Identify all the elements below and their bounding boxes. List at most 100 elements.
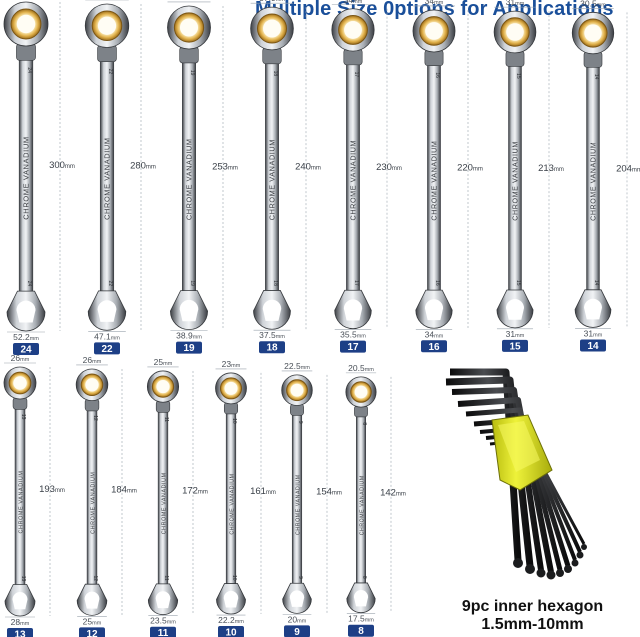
length-label: 184mm [111, 485, 137, 496]
head-width-label: 26mm [83, 355, 102, 365]
head-width-label: 26mm [11, 353, 30, 363]
length-label: 204mm [616, 163, 640, 174]
open-end-jaw [584, 298, 602, 320]
wrench-brand-text: CHROME VANADIUM [268, 139, 277, 220]
open-end-jaw [424, 299, 444, 321]
size-badge [150, 626, 176, 637]
size-badge [421, 340, 447, 353]
ratchet-center [263, 19, 281, 38]
stamp-size-bottom: 12 [92, 575, 98, 581]
size-badge [284, 625, 310, 637]
length-label: 193mm [39, 484, 65, 495]
ratchet-center [13, 376, 27, 390]
wrench-brand-text: CHROME VANADIUM [230, 473, 236, 534]
size-badge [79, 627, 105, 637]
stamp-size-top: 24 [26, 67, 32, 73]
open-width-label: 38.9mm [176, 331, 202, 341]
stamp-size-bottom: 17 [353, 280, 359, 286]
ratchet-center [97, 16, 117, 35]
ratchet-center [506, 23, 524, 41]
stamp-size-top: 22 [107, 69, 113, 75]
wrench-brand-text: CHROME VANADIUM [591, 142, 598, 221]
length-label: 161mm [250, 486, 276, 497]
ratchet-center [354, 385, 368, 399]
size-badge-label: 10 [225, 628, 237, 637]
hex-key-set [445, 368, 587, 580]
open-width-label: 31mm [584, 328, 603, 338]
open-end-jaw [16, 300, 36, 323]
stamp-size-top: 13 [20, 414, 26, 420]
size-badge [348, 624, 374, 637]
length-label: 213mm [538, 163, 564, 174]
head-width-label: 34mm [344, 0, 363, 5]
stamp-size-bottom: 18 [272, 280, 278, 286]
head-width-label: 37.9mm [259, 0, 285, 3]
size-badge-label: 9 [294, 627, 300, 637]
length-label: 154mm [316, 487, 342, 498]
wrench-brand-text: CHROME VANADIUM [431, 141, 439, 221]
stamp-size-bottom: 11 [163, 575, 169, 580]
length-label: 172mm [182, 485, 208, 496]
stamp-size-bottom: 19 [189, 280, 195, 286]
open-end-jaw [84, 591, 100, 609]
wrench-brand-text: CHROME VANADIUM [185, 138, 194, 220]
open-width-label: 35.5mm [340, 330, 366, 340]
ratchet-center [425, 22, 443, 40]
head-width-label: 20.5mm [348, 363, 374, 373]
length-label: 230mm [376, 162, 402, 173]
hex-caption-line2: 1.5mm-10mm [481, 616, 584, 633]
open-width-label: 34mm [425, 329, 444, 339]
length-label: 300mm [49, 160, 75, 171]
stamp-size-bottom: 8 [361, 576, 367, 579]
hex-set-caption: 9pc inner hexagon 1.5mm-10mm [430, 598, 635, 634]
stamp-size-bottom: 22 [107, 281, 113, 287]
head-width-label: 30.5mm [580, 0, 606, 8]
open-width-label: 17.5mm [348, 614, 374, 624]
open-end-jaw [353, 590, 369, 607]
head-width-label: 34mm [425, 0, 444, 6]
hex-caption-line1: 9pc inner hexagon [461, 598, 604, 615]
head-width-label: 31mm [506, 0, 525, 7]
ratchet-center [85, 378, 99, 392]
length-label: 220mm [457, 163, 483, 174]
size-badge-label: 17 [347, 342, 359, 353]
open-width-label: 23.5mm [150, 616, 176, 626]
open-width-label: 20mm [288, 614, 307, 624]
stamp-size-top: 11 [163, 417, 169, 422]
stamp-size-top: 9 [297, 421, 303, 424]
open-width-label: 31mm [506, 329, 525, 339]
stamp-size-bottom: 9 [297, 576, 303, 579]
wrench-brand-text: CHROME VANADIUM [349, 140, 358, 221]
wrench-brand-text: CHROME VANADIUM [162, 472, 168, 534]
stamp-size-top: 10 [231, 418, 237, 424]
size-badge [176, 341, 202, 354]
open-end-jaw [289, 590, 305, 607]
size-badge [259, 341, 285, 354]
size-badge-label: 14 [587, 341, 599, 352]
size-badge-label: 19 [183, 343, 195, 354]
stamp-size-top: 18 [272, 71, 278, 77]
stamp-size-top: 12 [92, 415, 98, 421]
head-width-label: 38.5mm [176, 0, 202, 2]
length-label: 142mm [380, 487, 406, 498]
open-end-jaw [12, 592, 28, 610]
open-width-label: 25mm [83, 616, 102, 626]
wrench-brand-text: CHROME VANADIUM [91, 471, 97, 533]
wrench-brand-text: CHROME VANADIUM [19, 471, 25, 534]
size-badge-label: 24 [20, 345, 32, 356]
ratchet-center [224, 381, 238, 395]
size-badge [340, 340, 366, 353]
ratchet-center [290, 383, 304, 397]
ratchet-center [156, 380, 170, 394]
wrench-brand-text: CHROME VANADIUM [22, 136, 31, 219]
open-end-jaw [223, 590, 239, 608]
size-badge-label: 16 [428, 342, 440, 353]
open-width-label: 47.1mm [94, 331, 120, 341]
